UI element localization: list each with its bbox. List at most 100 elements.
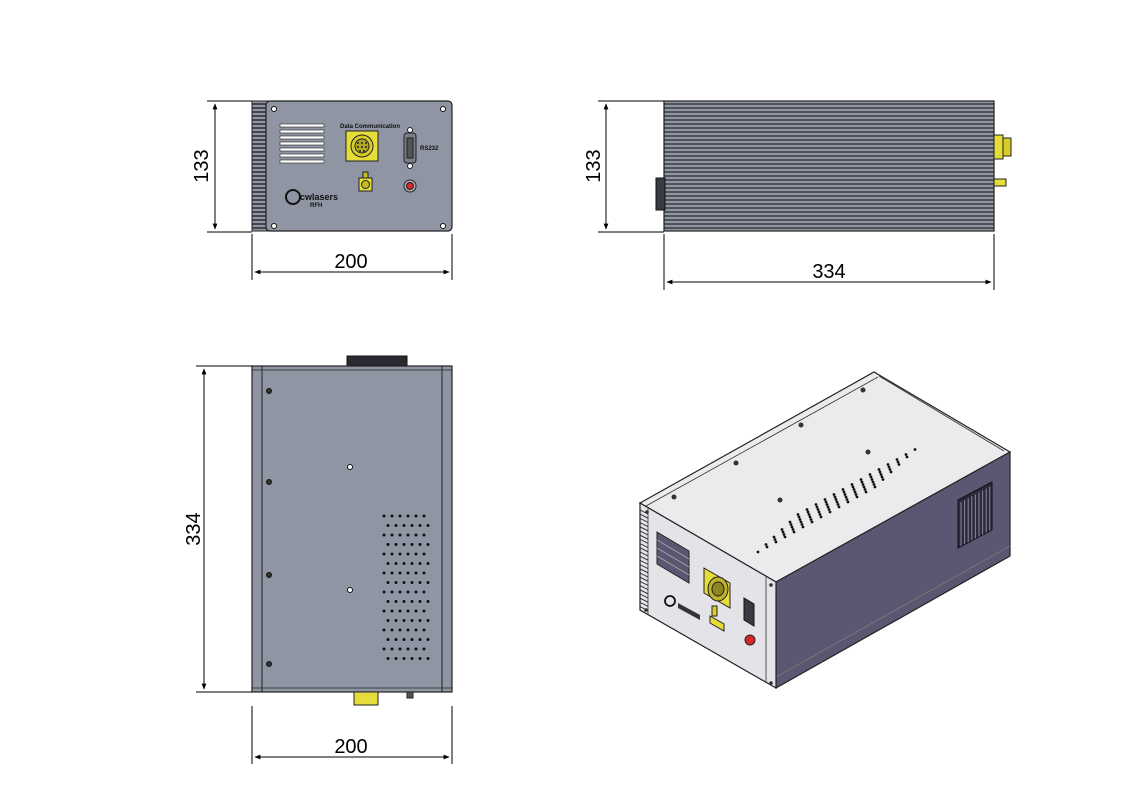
iso-top-vent-hole <box>818 513 822 516</box>
iso-screw-2 <box>733 460 739 466</box>
top-vent-hole <box>386 619 390 622</box>
front-logo-subtext: RFH <box>310 203 322 209</box>
top-vent-hole <box>386 562 390 565</box>
iso-top-vent-hole <box>805 508 809 511</box>
iso-top-vent-hole <box>862 485 866 489</box>
iso-top-vent-hole <box>887 465 891 469</box>
iso-top-vent-hole <box>851 485 855 489</box>
top-screw-4 <box>266 661 272 667</box>
top-vent-hole <box>422 647 426 651</box>
top-vent-hole <box>382 647 386 651</box>
top-view <box>251 355 453 706</box>
top-vent-hole <box>410 581 414 584</box>
top-vent-hole <box>402 638 406 641</box>
top-vent-hole <box>414 609 418 613</box>
top-vent-hole <box>402 581 406 584</box>
top-bottom-fitting <box>406 691 414 699</box>
iso-top-vent-hole <box>827 508 831 511</box>
top-vent-hole <box>426 581 430 584</box>
front-port-label: RS232 <box>420 146 439 152</box>
top-vent-hole <box>410 638 414 641</box>
iso-indicator-light <box>744 634 756 646</box>
iso-top-vent-hole <box>810 520 814 524</box>
iso-top-vent-hole <box>764 543 768 546</box>
iso-fin-line <box>639 601 649 607</box>
top-length-dim: 334 <box>183 512 205 545</box>
iso-fin-line <box>639 572 649 578</box>
top-vent-hole <box>406 628 410 632</box>
top-vent-hole <box>398 609 402 613</box>
iso-front-screw-3 <box>769 681 773 685</box>
isometric-view <box>638 371 1012 690</box>
top-hole-2 <box>347 587 353 593</box>
top-vent-hole <box>422 628 426 632</box>
top-vent-hole <box>414 514 418 518</box>
top-vent-hole <box>398 590 402 594</box>
iso-top-vent-hole <box>859 478 863 481</box>
top-screw-1 <box>266 388 272 394</box>
iso-top-vent-hole <box>897 463 901 466</box>
iso-top-vent-hole <box>833 495 837 499</box>
iso-front-vent <box>656 531 690 584</box>
iso-top-vent-hole <box>842 490 846 494</box>
iso-fiber-fitting <box>709 605 725 632</box>
top-vent-hole <box>386 524 390 527</box>
front-vent-slot <box>279 135 325 140</box>
front-screw-tl <box>271 106 277 112</box>
iso-top-vent-hole <box>889 470 893 474</box>
iso-top-vent-hole <box>765 545 769 549</box>
iso-top-vent-hole <box>807 513 811 516</box>
top-vent-hole <box>410 657 414 660</box>
iso-fin-line <box>639 551 649 557</box>
top-vent-hole <box>386 638 390 641</box>
top-hole-1 <box>347 464 353 470</box>
top-vent-hole <box>402 543 406 546</box>
front-vent-slot <box>279 141 325 146</box>
iso-top-vent-hole <box>878 470 882 474</box>
top-vent-hole <box>394 524 398 527</box>
front-logo: cwlasers RFH <box>285 189 338 209</box>
top-vent-hole <box>382 533 386 537</box>
top-vent-hole <box>418 657 422 660</box>
iso-top-vent-hole <box>868 473 872 476</box>
iso-fin-line <box>639 589 649 595</box>
side-length-dim: 334 <box>812 261 845 283</box>
top-vent-hole <box>394 581 398 584</box>
front-data-connector <box>345 130 379 162</box>
iso-top-vent-hole <box>869 475 873 479</box>
iso-top-vent-hole <box>871 480 875 484</box>
top-vent-hole <box>422 571 426 575</box>
iso-top-vent-hole <box>852 488 856 491</box>
iso-top-vent-hole <box>809 518 813 521</box>
top-vent-hole <box>414 647 418 651</box>
iso-top-vent-hole <box>877 468 881 471</box>
top-screw-2 <box>266 479 272 485</box>
iso-rs232-port <box>743 597 755 627</box>
top-vent-hole <box>418 638 422 641</box>
iso-fin-line <box>639 547 649 553</box>
top-vent-hole <box>390 628 394 632</box>
iso-screw-3 <box>798 422 804 428</box>
iso-top-vent-hole <box>808 515 812 519</box>
side-body <box>663 100 995 232</box>
top-vent-hole <box>382 571 386 575</box>
front-dimensions <box>207 100 453 280</box>
top-dimensions <box>196 365 453 764</box>
iso-top-vent-hole <box>870 478 874 481</box>
iso-top-vent-hole <box>845 498 849 501</box>
top-vent-holes <box>382 514 430 660</box>
iso-side-grille <box>957 481 993 549</box>
top-vent-hole <box>386 657 390 660</box>
top-vent-hole <box>398 571 402 575</box>
iso-top-vent-hole <box>879 473 883 476</box>
side-view <box>655 100 1012 232</box>
iso-top-vent-hole <box>860 480 864 484</box>
front-height-dim: 133 <box>191 149 213 182</box>
top-vent-hole <box>426 600 430 603</box>
front-width-dim: 200 <box>334 251 367 273</box>
top-vent-hole <box>390 514 394 518</box>
iso-top-vent-hole <box>905 455 909 459</box>
top-vent-hole <box>390 552 394 556</box>
iso-top-vent-hole <box>772 535 776 539</box>
